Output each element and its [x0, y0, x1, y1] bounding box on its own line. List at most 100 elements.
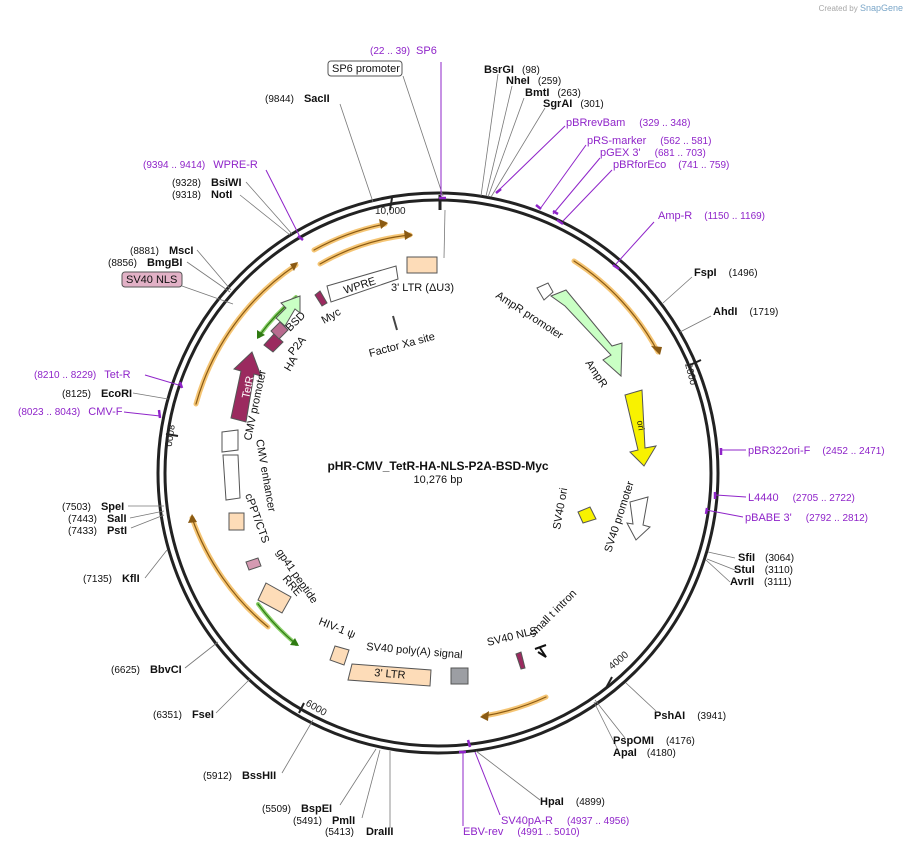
primer-prs-marker: pRS-marker(562 .. 581)	[587, 135, 711, 147]
primer-pbr322ori: pBR322ori-F (2452 .. 2471)	[748, 445, 885, 457]
leader-pbrforeco	[562, 169, 613, 222]
leader-tet-r	[144, 374, 183, 387]
primer-pbr322ori-name: pBR322ori-F	[748, 445, 811, 457]
orf-arrow-sv40-outline	[481, 694, 549, 719]
primer-site-pgex	[552, 209, 559, 216]
map-center: pHR-CMV_TetR-HA-NLS-P2A-BSD-Myc 10,276 b…	[327, 459, 548, 486]
primer-prs-marker-range: (562 .. 581)	[660, 136, 711, 147]
primer-site-cmv-f	[157, 409, 162, 419]
tick-10000	[389, 197, 393, 211]
leader-pgex	[552, 157, 601, 215]
enzyme-bmgbi: (8856)BmgBI	[108, 257, 182, 269]
leader-stui	[706, 558, 736, 571]
enzyme-sgrai: SgrAI(301)	[543, 98, 604, 110]
primer-l4440: L4440(2705 .. 2722)	[748, 492, 855, 504]
leader-msci	[196, 249, 232, 291]
primer-sv40pa-r-range: (4937 .. 4956)	[567, 816, 629, 827]
enzyme-apai: ApaI(4180)	[613, 747, 676, 759]
label-myc: Myc	[320, 306, 344, 327]
primer-pbrrevbam-name: pBRrevBam	[566, 117, 625, 129]
label-ori: ori	[635, 420, 647, 432]
enzyme-stui-pos: 3110	[768, 565, 790, 576]
enzyme-hpai-pos: 4899	[579, 797, 602, 808]
leader-lines	[128, 73, 736, 828]
p2a-shape	[270, 321, 289, 340]
primer-pbr322ori-range: (2452 .. 2471)	[822, 446, 884, 457]
label-hiv-psi: HIV-1 ψ	[317, 616, 357, 642]
enzyme-pshai-pos: 3941	[701, 711, 724, 722]
label-tetr: TetR	[240, 375, 256, 400]
enzyme-ecori-name: EcoRI	[101, 388, 132, 400]
enzyme-sfii-name: SfiI	[738, 552, 755, 564]
tick-2000	[689, 359, 702, 366]
enzyme-sali-name: SalI	[107, 513, 127, 525]
leader-ltr-inner	[443, 209, 446, 259]
enzyme-hpai-name: HpaI	[540, 796, 564, 808]
ampr-promoter-shape	[536, 282, 554, 301]
enzyme-bsiwi: (9328)BsiWI	[172, 177, 242, 189]
tetr-shape	[230, 351, 262, 423]
enzyme-bsrgi-pos: 98	[525, 65, 537, 76]
enzyme-labels: BsrGI(98) NheI(259) BmtI(263) SgrAI(301)…	[62, 64, 794, 838]
enzyme-pspomi-pos: 4176	[669, 736, 692, 747]
primer-pbrrevbam-range: (329 .. 348)	[639, 118, 690, 129]
enzyme-sacii-pos: 9844	[268, 94, 291, 105]
primer-site-wpre-r	[297, 235, 304, 241]
label-sv40-polya: SV40 poly(A) signal	[366, 641, 463, 661]
enzyme-kfli: (7135)KflI	[83, 573, 140, 585]
primer-wpre-r-range: (9394 .. 9414)	[143, 160, 205, 171]
enzyme-pshai-name: PshAI	[654, 710, 685, 722]
leader-bmgbi	[186, 261, 231, 293]
enzyme-bspei-name: BspEI	[301, 803, 332, 815]
enzyme-noti-pos: 9318	[175, 190, 198, 201]
leader-fspi	[662, 276, 693, 304]
orf-arrow-top2	[319, 234, 411, 265]
enzyme-nhei: NheI(259)	[506, 75, 561, 87]
enzyme-sfii: SfiI(3064)	[738, 552, 794, 564]
enzyme-apai-name: ApaI	[613, 747, 637, 759]
primer-pbrforeco-name: pBRforEco	[613, 159, 666, 171]
enzyme-noti-name: NotI	[211, 189, 232, 201]
enzyme-draiii: (5413)DraIII	[325, 826, 393, 838]
primer-sites	[157, 188, 723, 754]
enzyme-stui-name: StuI	[734, 564, 755, 576]
primer-pgex-range: (681 .. 703)	[655, 148, 706, 159]
enzyme-bspei: (5509)BspEI	[262, 803, 332, 815]
wpre-shape	[326, 265, 399, 303]
credit-prefix: Created by	[818, 4, 858, 13]
leader-bsshii	[281, 719, 314, 774]
enzyme-ahdi-pos: 1719	[753, 307, 776, 318]
primer-ampr-range: (1150 .. 1169)	[704, 211, 765, 222]
primer-site-pbabe	[704, 507, 709, 515]
primer-pgex-name: pGEX 3'	[600, 147, 641, 159]
enzyme-sacii: (9844)SacII	[265, 93, 330, 105]
enzyme-sacii-name: SacII	[304, 93, 330, 105]
enzyme-fsei-pos: 6351	[156, 710, 179, 721]
enzyme-pmli-pos: 5491	[296, 816, 319, 827]
enzyme-spei: (7503)SpeI	[62, 501, 124, 513]
enzyme-fspi-name: FspI	[694, 267, 717, 279]
orf-arrowhead-rre	[290, 638, 299, 646]
leader-l4440	[715, 494, 747, 498]
enzyme-draiii-pos: 5413	[328, 827, 351, 838]
leader-sgrai	[490, 107, 546, 198]
hiv-psi-shape	[329, 645, 350, 666]
orf-arrow-top1-outline	[311, 221, 388, 253]
enzyme-bsiwi-pos: 9328	[175, 178, 198, 189]
enzyme-bsshii-name: BssHII	[242, 770, 276, 782]
enzyme-fsei-name: FseI	[192, 709, 214, 721]
tick-label-10000: 10,000	[375, 206, 406, 217]
primer-sp6-name: SP6	[416, 45, 437, 57]
leader-bmti	[487, 97, 525, 198]
sv40-ori-shape	[577, 506, 597, 524]
leader-nhei	[485, 85, 513, 197]
primer-pgex: pGEX 3' (681 .. 703)	[600, 147, 706, 159]
enzyme-avrii-name: AvrII	[730, 576, 754, 588]
features	[221, 195, 657, 687]
enzyme-kfli-pos: 7135	[86, 574, 109, 585]
enzyme-sfii-pos: 3064	[768, 553, 791, 564]
enzyme-pshai: PshAI(3941)	[654, 710, 726, 722]
ltr3-shape	[347, 663, 432, 687]
tick-4000	[605, 676, 613, 689]
primer-l4440-name: L4440	[748, 492, 779, 504]
